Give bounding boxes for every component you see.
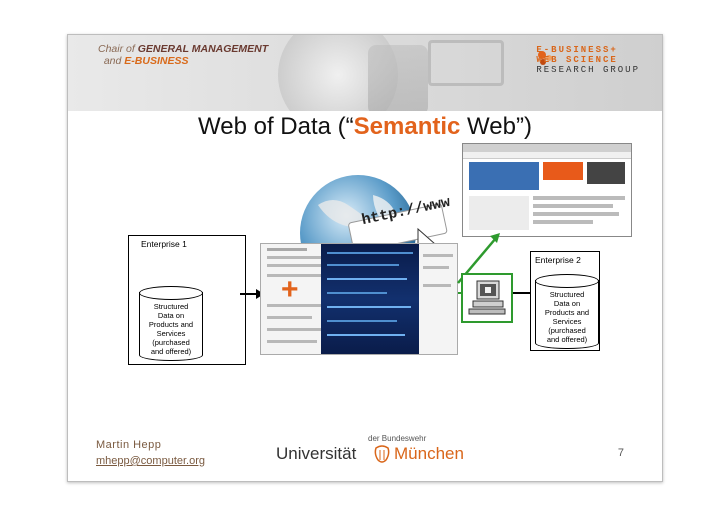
banner-people-decoration: [368, 45, 428, 111]
enterprise-1-label: Enterprise 1: [141, 239, 187, 249]
slide-title: Web of Data (“Semantic Web”): [198, 113, 532, 140]
author-name: Martin Hepp: [96, 439, 162, 451]
website-screenshot: [462, 143, 632, 237]
enterprise-2-label: Enterprise 2: [535, 255, 581, 265]
uni-emblem-icon: [374, 445, 390, 463]
uni-name-left: Universität: [276, 444, 357, 463]
slide-header-banner: Chair of GENERAL MANAGEMENT and E-BUSINE…: [68, 35, 662, 111]
uni-prefix-text: der Bundeswehr: [368, 434, 427, 443]
page-number: 7: [617, 447, 624, 459]
uni-name-right: München: [394, 444, 464, 463]
banner-cart-decoration: [428, 40, 504, 86]
computer-icon: [461, 273, 513, 323]
plus-sign: +: [281, 273, 299, 306]
chair-text: Chair of GENERAL MANAGEMENT and E-BUSINE…: [98, 43, 269, 67]
research-group-text: E-BUSINESS+ WEB SCIENCE RESEARCH GROUP: [536, 45, 640, 75]
code-screenshot: [260, 243, 458, 355]
author-email-link[interactable]: mhepp@computer.org: [96, 455, 206, 467]
group-logo-icon: [538, 51, 552, 65]
slide: Chair of GENERAL MANAGEMENT and E-BUSINE…: [67, 34, 663, 482]
